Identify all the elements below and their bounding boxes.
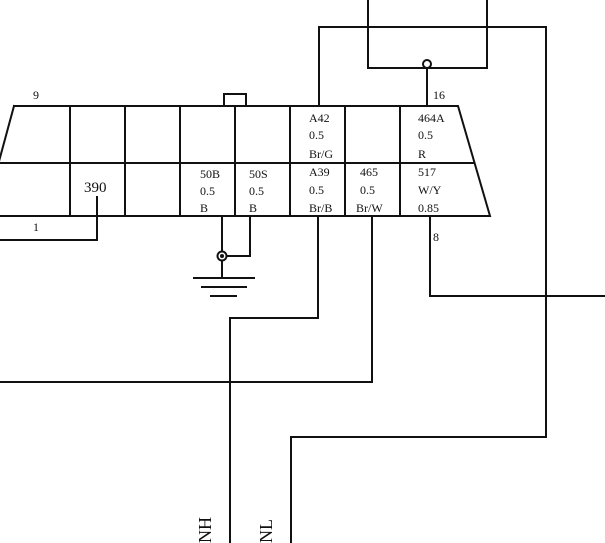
splice-ring-pin16 — [422, 59, 432, 69]
wire-pin5-50s — [221, 215, 251, 257]
wire-pin2-390 — [0, 196, 98, 241]
splice-dot-ground — [220, 254, 224, 258]
cell-pin8-size: 0.85 — [418, 201, 439, 215]
cell-pin14-wire: A42 — [309, 111, 330, 125]
cell-pin4-size: 0.5 — [200, 184, 215, 198]
cell-pin8-wire: 517 — [418, 165, 436, 179]
pin-label-16: 16 — [433, 88, 445, 102]
cell-pin8-color: W/Y — [418, 183, 442, 197]
cell-pin16-size: 0.5 — [418, 128, 433, 142]
pin-number-labels: 9 1 16 8 — [33, 88, 445, 244]
cell-pin6-wire: A39 — [309, 165, 330, 179]
cell-pin14-color: Br/G — [309, 147, 333, 161]
connector-housing — [0, 93, 492, 217]
ground-icon — [193, 277, 255, 297]
pin-label-8: 8 — [433, 230, 439, 244]
cell-pin5-color: B — [249, 201, 257, 215]
wire-destination-labels: NH NL — [195, 517, 276, 543]
wire-pin16-loop — [367, 0, 488, 69]
cell-pin2-code: 390 — [84, 180, 107, 196]
cell-pin5-wire: 50S — [249, 167, 268, 181]
cell-pin4-wire: 50B — [200, 167, 220, 181]
cell-pin16-wire: 464A — [418, 111, 445, 125]
wire-pin8-517 — [429, 215, 605, 297]
connector-cell-texts: 390 50B 0.5 B 50S 0.5 B A42 0.5 Br/G A39… — [84, 111, 445, 215]
pin-label-1: 1 — [33, 220, 39, 234]
cell-pin7-size: 0.5 — [360, 183, 375, 197]
connector-locking-tab — [223, 93, 247, 107]
cell-pin5-size: 0.5 — [249, 184, 264, 198]
cell-pin7-wire: 465 — [360, 165, 378, 179]
cell-pin16-color: R — [418, 147, 426, 161]
wire-pin7-465 — [0, 215, 373, 383]
splice-points — [216, 59, 432, 262]
cell-pin6-size: 0.5 — [309, 183, 324, 197]
cell-pin6-color: Br/B — [309, 201, 332, 215]
wire-label-nh: NH — [195, 517, 215, 543]
cell-pin7-color: Br/W — [356, 201, 383, 215]
wire-pin6-a39 — [229, 215, 319, 543]
pin-label-9: 9 — [33, 88, 39, 102]
wire-label-nl: NL — [256, 519, 276, 543]
cell-pin14-size: 0.5 — [309, 128, 324, 142]
cell-pin4-color: B — [200, 201, 208, 215]
wire-pin14-a42 — [290, 26, 547, 543]
